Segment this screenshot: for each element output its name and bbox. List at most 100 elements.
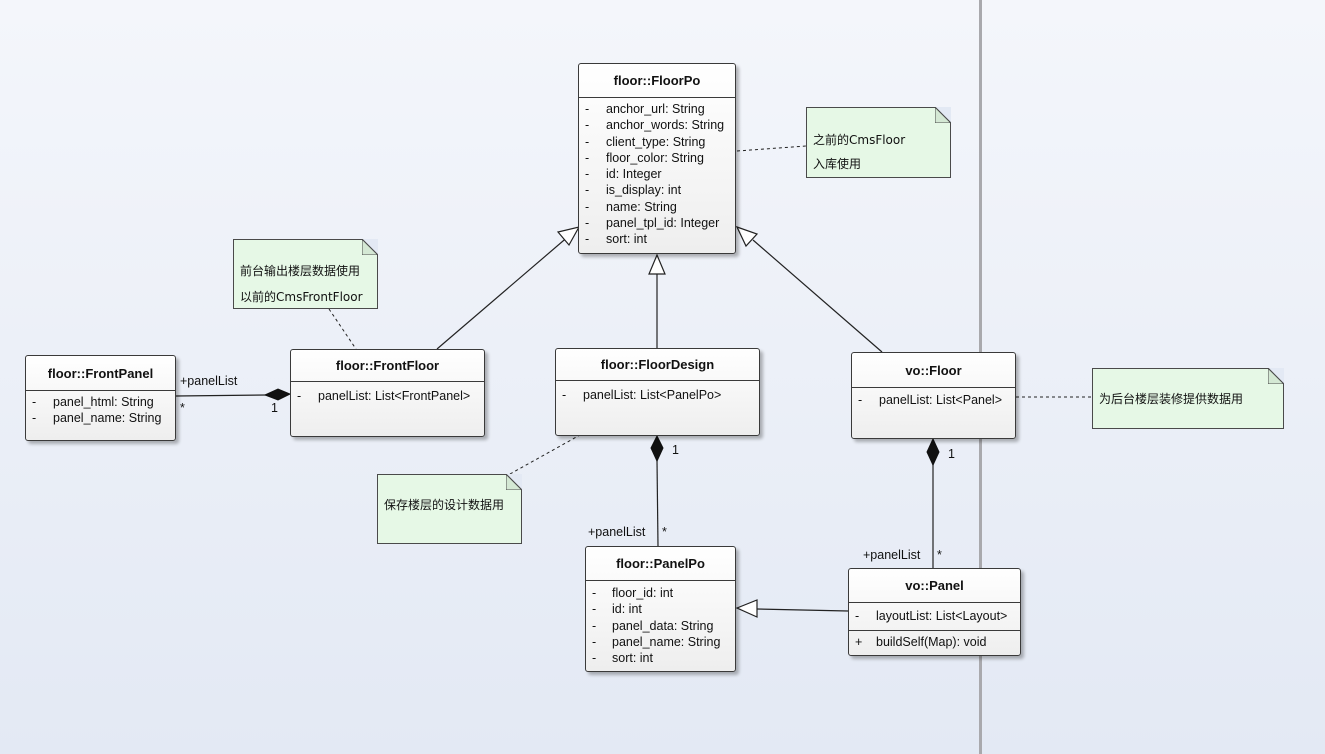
generalization-arrowhead-frontfloor bbox=[556, 226, 581, 247]
attribute-text: anchor_url: String bbox=[606, 102, 705, 116]
visibility-marker: - bbox=[592, 602, 597, 617]
note-text-line: 保存楼层的设计数据用 bbox=[384, 498, 505, 512]
attribute-text: floor_color: String bbox=[606, 150, 704, 165]
visibility-marker: - bbox=[592, 651, 597, 666]
visibility-marker: - bbox=[592, 618, 597, 633]
class-name: vo::Panel bbox=[849, 569, 1020, 603]
attribute-row: - panelList: List<FrontPanel> bbox=[291, 388, 484, 404]
attribute-list: - anchor_url: String - anchor_words: Strin… bbox=[579, 98, 735, 248]
class-front-floor[interactable]: floor::FrontFloor - panelList: List<Front… bbox=[290, 349, 485, 437]
generalization-arrowhead-vopanel bbox=[735, 599, 758, 618]
class-vo-panel[interactable]: vo::Panel - layoutList: List<Layout> +bui… bbox=[848, 568, 1021, 656]
visibility-marker: - bbox=[592, 634, 597, 649]
composition-diamond-design bbox=[650, 434, 664, 463]
class-front-panel[interactable]: floor::FrontPanel -panel_html: String -p… bbox=[25, 355, 176, 441]
attribute-list: -panelList: List<Panel> bbox=[852, 388, 1015, 408]
class-name: floor::FloorDesign bbox=[556, 349, 759, 381]
attribute-row: -panel_tpl_id: Integer bbox=[579, 215, 735, 231]
operation-list: +buildSelf(Map): void bbox=[849, 630, 1020, 650]
multiplicity-design-one: 1 bbox=[672, 443, 679, 457]
class-name: floor::FloorPo bbox=[579, 64, 735, 98]
visibility-marker: - bbox=[297, 389, 302, 403]
attribute-text: client_type: String bbox=[606, 134, 706, 149]
multiplicity-front-many: * bbox=[180, 401, 185, 415]
attribute-row: - floor_color: String bbox=[579, 150, 735, 166]
role-label-vo: +panelList bbox=[863, 548, 921, 562]
note-text-line: 以前的CmsFrontFloor bbox=[240, 290, 363, 304]
role-label-design: +panelList bbox=[588, 525, 646, 539]
attribute-text: floor_id: int bbox=[612, 586, 674, 600]
attribute-row: -id: int bbox=[586, 601, 735, 617]
note-link-front-output bbox=[328, 308, 357, 350]
note-text-line: 前台输出楼层数据使用 bbox=[240, 264, 361, 278]
class-vo-floor[interactable]: vo::Floor -panelList: List<Panel> bbox=[851, 352, 1016, 439]
attribute-text: id: int bbox=[612, 602, 642, 617]
attribute-list: - layoutList: List<Layout> bbox=[849, 603, 1020, 630]
visibility-marker: - bbox=[585, 134, 590, 149]
attribute-row: - sort: int bbox=[579, 231, 735, 247]
visibility-marker: - bbox=[585, 167, 590, 182]
attribute-text: panel_tpl_id: Integer bbox=[606, 216, 720, 231]
visibility-marker: - bbox=[585, 232, 590, 247]
note-backend-decor[interactable]: 为后台楼层装修提供数据用 bbox=[1092, 368, 1284, 429]
visibility-marker: - bbox=[585, 102, 590, 116]
note-fold-corner bbox=[1268, 368, 1284, 384]
attribute-list: - panelList: List<FrontPanel> bbox=[291, 382, 484, 404]
generalization-vopanel bbox=[756, 608, 849, 612]
attribute-row: -floor_id: int bbox=[586, 585, 735, 601]
class-name: floor::PanelPo bbox=[586, 547, 735, 581]
class-name: floor::FrontPanel bbox=[26, 356, 175, 391]
attribute-text: is_display: int bbox=[606, 183, 682, 198]
attribute-list: -floor_id: int -id: int -panel_data: Str… bbox=[586, 581, 735, 666]
attribute-text: panelList: List<PanelPo> bbox=[583, 388, 722, 402]
visibility-marker: + bbox=[855, 635, 863, 649]
attribute-text: panel_name: String bbox=[53, 411, 162, 426]
class-name: floor::FrontFloor bbox=[291, 350, 484, 382]
visibility-marker: - bbox=[855, 609, 860, 623]
attribute-row: - id: Integer bbox=[579, 166, 735, 182]
attribute-row: -name: String bbox=[579, 199, 735, 215]
note-front-output[interactable]: 前台输出楼层数据使用 以前的CmsFrontFloor bbox=[233, 239, 378, 309]
composition-front bbox=[175, 394, 267, 397]
composition-diamond-vo bbox=[926, 437, 940, 467]
attribute-row: - anchor_url: String bbox=[579, 101, 735, 117]
attribute-text: layoutList: List<Layout> bbox=[876, 609, 1008, 623]
class-floor-po[interactable]: floor::FloorPo -anchor_url: String -anch… bbox=[578, 63, 736, 254]
note-cms-floor[interactable]: 之前的CmsFloor 入库使用 bbox=[806, 107, 951, 178]
note-text-line: 之前的CmsFloor bbox=[813, 133, 906, 147]
operation-row: +buildSelf(Map): void bbox=[849, 634, 1020, 650]
class-panel-po[interactable]: floor::PanelPo -floor_id: int -id: int -… bbox=[585, 546, 736, 672]
composition-diamond-front bbox=[263, 388, 292, 401]
visibility-marker: - bbox=[562, 388, 567, 402]
generalization-arrowhead-floordesign bbox=[648, 253, 666, 275]
multiplicity-design-many: * bbox=[662, 525, 667, 539]
attribute-text: sort: int bbox=[606, 232, 647, 247]
attribute-text: panelList: List<FrontPanel> bbox=[318, 389, 471, 403]
multiplicity-vo-one: 1 bbox=[948, 447, 955, 461]
attribute-text: anchor_words: String bbox=[606, 118, 725, 133]
visibility-marker: - bbox=[585, 150, 590, 165]
attribute-row: -sort: int bbox=[586, 650, 735, 666]
note-save-design[interactable]: 保存楼层的设计数据用 bbox=[377, 474, 522, 544]
note-fold-corner bbox=[506, 474, 522, 490]
note-link-save-design bbox=[509, 434, 581, 475]
attribute-text: panelList: List<Panel> bbox=[879, 393, 1003, 407]
note-text-line: 入库使用 bbox=[813, 157, 862, 171]
note-text-line: 为后台楼层装修提供数据用 bbox=[1099, 392, 1244, 406]
multiplicity-vo-many: * bbox=[937, 548, 942, 562]
class-name: vo::Floor bbox=[852, 353, 1015, 388]
attribute-list: -panel_html: String -panel_name: String bbox=[26, 391, 175, 427]
attribute-text: id: Integer bbox=[606, 167, 662, 182]
attribute-text: sort: int bbox=[612, 651, 653, 666]
role-label-front: +panelList bbox=[180, 374, 238, 388]
note-link-cms-floor bbox=[736, 145, 807, 152]
visibility-marker: - bbox=[585, 183, 590, 198]
class-floor-design[interactable]: floor::FloorDesign - panelList: List<Pane… bbox=[555, 348, 760, 436]
composition-design bbox=[656, 459, 659, 547]
attribute-text: name: String bbox=[606, 199, 677, 214]
attribute-row: - client_type: String bbox=[579, 134, 735, 150]
attribute-row: - layoutList: List<Layout> bbox=[849, 608, 1020, 624]
multiplicity-front-one: 1 bbox=[271, 401, 278, 415]
